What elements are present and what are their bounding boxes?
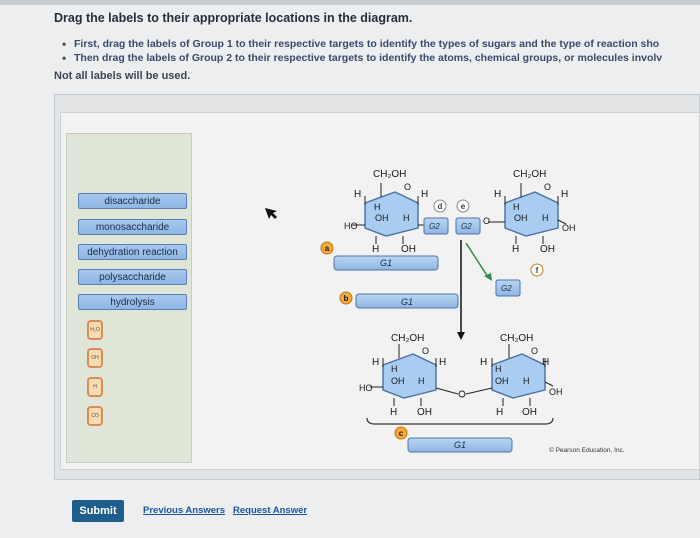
marker-c-letter: c	[399, 429, 404, 438]
chem-ring-o: O	[544, 182, 551, 192]
chem-h: H	[495, 364, 502, 374]
marker-a	[320, 241, 334, 255]
target-text-g2: G2	[429, 222, 440, 231]
target-text-g2: G2	[501, 284, 512, 293]
target-text-g2: G2	[461, 222, 472, 231]
target-text-g1: G1	[454, 440, 466, 450]
chem-h: H	[418, 376, 425, 386]
chem-h: H	[480, 357, 487, 368]
reaction-arrows	[457, 240, 492, 340]
chem-h: H	[354, 189, 361, 200]
chem-ch2oh: CH₂OH	[500, 333, 533, 344]
chem-oh: OH	[401, 244, 416, 255]
marker-b	[339, 291, 353, 305]
chem-h: H	[542, 213, 549, 223]
copyright-text: © Pearson Education, Inc.	[549, 447, 625, 454]
chem-h: H	[403, 213, 410, 223]
marker-f-letter: f	[536, 266, 539, 275]
marker-a-letter: a	[325, 244, 330, 253]
bullet-icon: •	[62, 51, 67, 65]
chem-h: H	[374, 202, 381, 212]
request-answer-link[interactable]: Request Answer	[233, 505, 308, 516]
bottom-right-ring	[491, 353, 546, 399]
chem-oh: OH	[417, 407, 432, 418]
chem-oh: OH	[514, 213, 528, 223]
target-text-g1: G1	[380, 258, 392, 268]
label-h[interactable]: H	[87, 377, 103, 397]
chem-ch2oh: CH₂OH	[391, 333, 424, 344]
chem-oh: OH	[391, 376, 405, 386]
chem-o: O	[483, 216, 490, 226]
drop-target-e[interactable]	[455, 217, 481, 235]
question-title: Drag the labels to their appropriate loc…	[54, 11, 413, 25]
label-dehydration-reaction[interactable]: dehydration reaction	[78, 244, 187, 260]
chem-h: H	[372, 244, 379, 255]
marker-b-letter: b	[344, 294, 349, 303]
chem-h: H	[494, 189, 501, 200]
bottom-left-ring	[382, 353, 437, 399]
chem-h: H	[542, 357, 549, 368]
chem-ring-o: O	[422, 346, 429, 356]
chem-h: H	[372, 357, 379, 368]
label-monosaccharide[interactable]: monosaccharide	[78, 219, 187, 235]
note-text: Not all labels will be used.	[54, 70, 191, 82]
instruction-1: • First, drag the labels of Group 1 to t…	[62, 37, 660, 51]
label-disaccharide[interactable]: disaccharide	[78, 193, 187, 209]
top-left-ring	[364, 191, 419, 237]
drop-target-c[interactable]	[407, 437, 513, 453]
chem-oh: OH	[549, 387, 563, 397]
label-oh[interactable]: OH	[87, 348, 103, 368]
chem-ring-o: O	[531, 346, 538, 356]
marker-e-letter: e	[461, 202, 466, 211]
chem-oh: OH	[522, 407, 537, 418]
bottom-bonds	[370, 344, 554, 406]
chem-oh: OH	[540, 244, 555, 255]
glycosidic-oxygen	[458, 390, 466, 398]
marker-d	[433, 199, 447, 213]
chem-ho: HO	[359, 383, 373, 393]
chem-oh: OH	[495, 376, 509, 386]
label-co[interactable]: CO	[87, 406, 103, 426]
chem-oh: OH	[375, 213, 389, 223]
submit-button[interactable]: Submit	[72, 500, 124, 522]
chem-oh: OH	[562, 223, 576, 233]
disaccharide-bracket	[366, 417, 554, 425]
chem-h: H	[496, 407, 503, 418]
previous-answers-link[interactable]: Previous Answers	[143, 505, 226, 516]
marker-e	[456, 199, 470, 213]
chem-h: H	[390, 407, 397, 418]
top-bar	[0, 0, 700, 5]
label-hydrolysis[interactable]: hydrolysis	[78, 294, 187, 310]
chem-h: H	[523, 376, 530, 386]
top-bonds	[352, 183, 567, 244]
instruction-2: • Then drag the labels of Group 2 to the…	[62, 51, 663, 65]
chem-ho: HO	[344, 221, 358, 231]
marker-c	[394, 426, 408, 440]
chem-h: H	[421, 189, 428, 200]
label-h2o[interactable]: H₂O	[87, 320, 103, 340]
marker-d-letter: d	[438, 202, 443, 211]
chem-h: H	[561, 189, 568, 200]
drop-target-f[interactable]	[495, 279, 521, 297]
chem-h: H	[391, 364, 398, 374]
drop-target-b[interactable]	[355, 293, 459, 309]
cursor-icon	[265, 208, 277, 219]
bullet-icon: •	[62, 37, 67, 51]
label-polysaccharide[interactable]: polysaccharide	[78, 269, 187, 285]
instruction-1-text: First, drag the labels of Group 1 to the…	[74, 38, 660, 50]
marker-f	[530, 263, 544, 277]
drop-target-d[interactable]	[423, 217, 449, 235]
instruction-2-text: Then drag the labels of Group 2 to their…	[74, 52, 663, 64]
chem-ch2oh: CH₂OH	[373, 169, 406, 180]
chem-ch2oh: CH₂OH	[513, 169, 546, 180]
chem-ring-o: O	[404, 182, 411, 192]
target-text-g1: G1	[401, 297, 413, 307]
chem-h: H	[512, 244, 519, 255]
drop-target-a[interactable]	[333, 255, 439, 271]
chem-h: H	[439, 357, 446, 368]
top-right-ring	[504, 191, 559, 237]
chem-h: H	[513, 202, 520, 212]
